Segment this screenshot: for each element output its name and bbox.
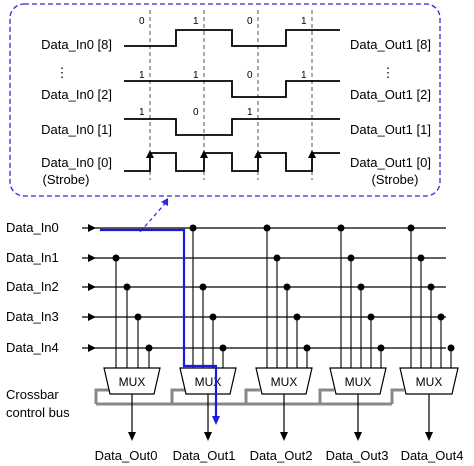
mux-taps [115,228,452,368]
mux-label-1: MUX [195,375,222,389]
input-label-0: Data_In0 [6,220,59,235]
mux-label-2: MUX [271,375,298,389]
mux-blocks [103,367,459,395]
waveform-row1 [124,118,340,136]
bus-label-line2: control bus [6,405,70,420]
mux-1 [179,367,237,395]
callout-pointer [139,199,169,233]
output-lines [131,394,430,436]
timing-right-ellipsis: ⋮ [382,65,395,80]
input-label-4: Data_In4 [6,340,59,355]
bit-row1-0: 1 [139,107,145,118]
bit-row1-1: 0 [193,107,199,118]
mux-3 [329,367,387,395]
output-label-1: Data_Out1 [173,448,236,463]
timing-left-label-0: Data_In0 [0] [41,155,112,170]
output-arrows [128,432,433,441]
timing-left-label-8: Data_In0 [8] [41,37,112,52]
timing-left-label-1: Data_In0 [1] [41,122,112,137]
output-label-3: Data_Out3 [326,448,389,463]
input-arrows [88,224,96,352]
bit-row2-3: 1 [301,70,307,81]
highlight-path [100,228,218,418]
timing-right-strobe: (Strobe) [372,172,419,187]
junction-dots [112,224,455,352]
bit-row1-2: 1 [247,107,253,118]
bit-row2-0: 1 [139,70,145,81]
output-label-0: Data_Out0 [95,448,158,463]
callout-pointer-head [161,198,168,206]
bit-row2-2: 0 [247,70,253,81]
mux-2 [255,367,313,395]
input-lines [82,227,446,349]
highlight-arrow [212,416,220,425]
timing-callout-box [9,3,441,197]
strobe-edge-arrows [146,150,316,158]
mux-label-0: MUX [119,375,146,389]
timing-right-label-2: Data_Out1 [2] [350,87,431,102]
mux-label-3: MUX [345,375,372,389]
output-label-4: Data_Out4 [401,448,464,463]
output-label-2: Data_Out2 [250,448,313,463]
timing-left-strobe: (Strobe) [43,172,90,187]
timing-left-label-2: Data_In0 [2] [41,87,112,102]
control-bus [94,388,404,406]
waveform-row2 [124,80,340,98]
mux-0 [103,367,161,395]
waveform-strobe [124,152,340,172]
mux-4 [399,367,459,395]
bit-row2-1: 1 [193,70,199,81]
bit-row8-1: 1 [193,16,199,27]
bit-row8-3: 1 [301,16,307,27]
timing-right-label-8: Data_Out1 [8] [350,37,431,52]
bus-label-line1: Crossbar [6,387,59,402]
bit-row8-0: 0 [139,16,145,27]
bit-row8-2: 0 [247,16,253,27]
timing-right-label-0: Data_Out1 [0] [350,155,431,170]
input-label-2: Data_In2 [6,279,59,294]
input-label-3: Data_In3 [6,309,59,324]
waveform-row8 [124,29,340,47]
mux-label-4: MUX [416,375,443,389]
timing-left-ellipsis: ⋮ [56,65,69,80]
input-label-1: Data_In1 [6,250,59,265]
timing-guides [149,10,313,180]
timing-waveforms [124,29,340,172]
timing-right-label-1: Data_Out1 [1] [350,122,431,137]
